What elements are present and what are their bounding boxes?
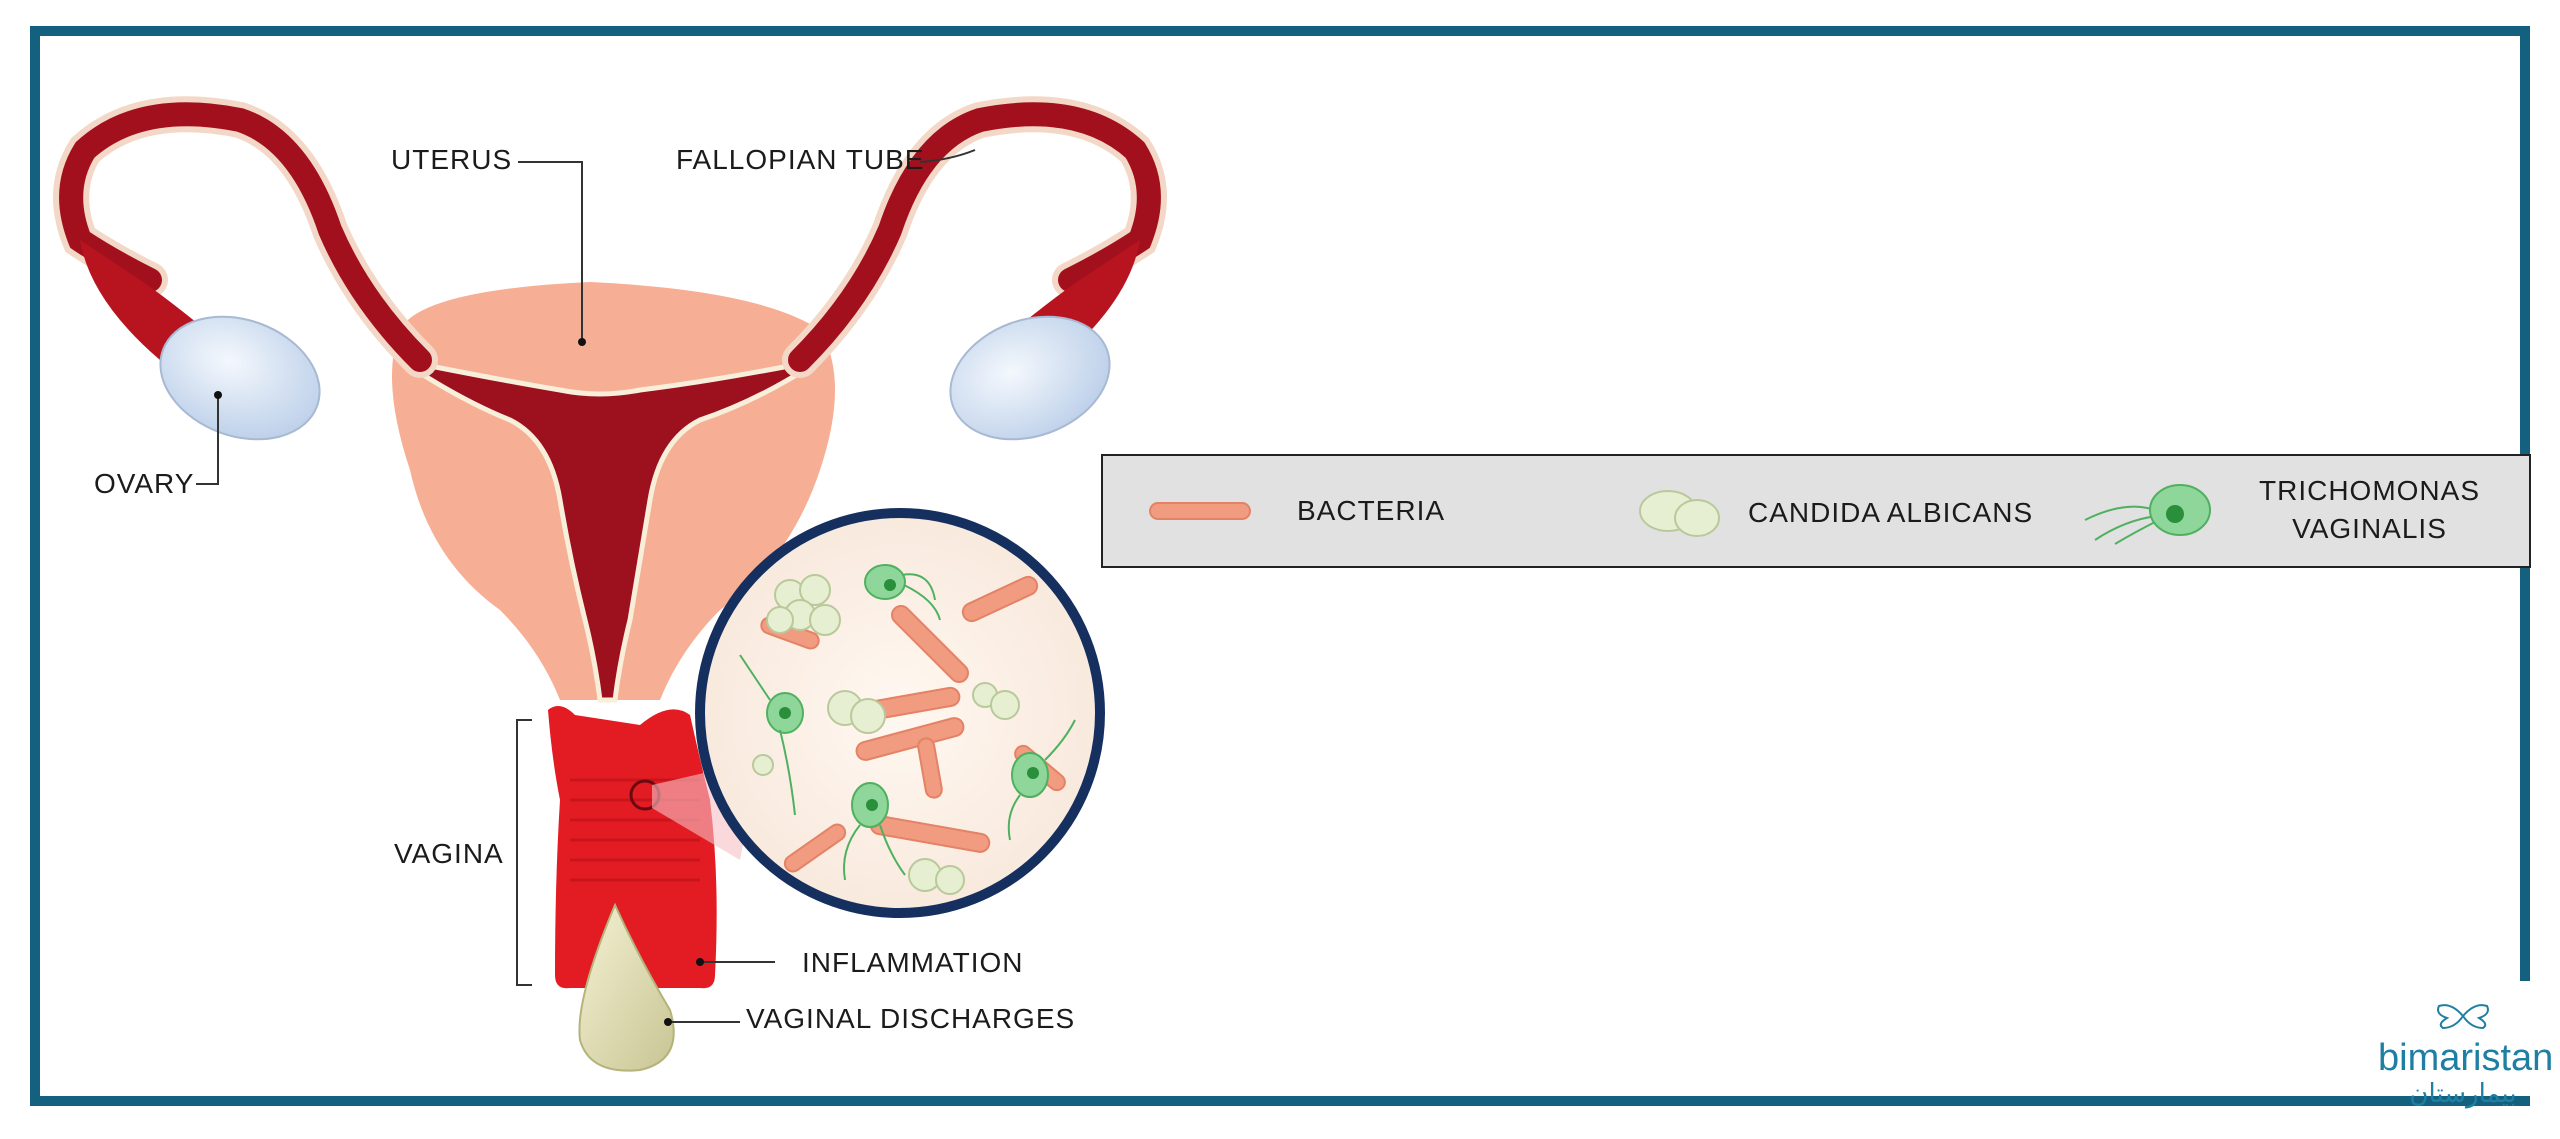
vagina-shape: [548, 706, 760, 989]
legend-item-candida: CANDIDA ALBICANS: [1633, 484, 2033, 542]
bimaristan-logo: bimaristan بيمارستان: [2378, 1000, 2554, 1109]
ovary-left: [159, 315, 321, 441]
logo-text-arabic: بيمارستان: [2409, 1079, 2517, 1109]
label-vagina: VAGINA: [394, 838, 504, 869]
discharge-drop: [578, 902, 675, 1072]
pathogen-legend: BACTERIA CANDIDA ALBICANS TRICHOMONAS VA…: [1101, 454, 2531, 568]
legend-label-candida: CANDIDA ALBICANS: [1748, 497, 2034, 528]
microscope-magnifier: [695, 508, 1105, 918]
logo-text-english: bimaristan: [2378, 1037, 2554, 1079]
label-inflammation: INFLAMMATION: [802, 947, 1024, 978]
label-uterus: UTERUS: [391, 144, 513, 175]
label-ovary: OVARY: [94, 468, 195, 499]
legend-item-bacteria: BACTERIA: [1145, 492, 1445, 530]
label-fallopian-tube: FALLOPIAN TUBE: [676, 144, 925, 175]
legend-label-trichomonas-line1: TRICHOMONAS: [2259, 475, 2480, 506]
legend-label-bacteria: BACTERIA: [1297, 495, 1446, 526]
leader-lines: [196, 149, 976, 1023]
label-vaginal-discharges: VAGINAL DISCHARGES: [746, 1003, 1076, 1034]
diagram-frame: [30, 26, 2530, 1106]
legend-label-trichomonas-line2: VAGINALIS: [2292, 513, 2447, 544]
ovary-right: [949, 315, 1111, 441]
legend-item-trichomonas: TRICHOMONAS VAGINALIS: [2075, 470, 2480, 550]
trichomonas-icon: [2084, 484, 2211, 545]
bacteria-icon: [1149, 502, 1251, 520]
butterfly-logo-icon: [2437, 1004, 2489, 1030]
uterus-shape: [392, 282, 835, 703]
candida-icon: [1639, 490, 1720, 537]
